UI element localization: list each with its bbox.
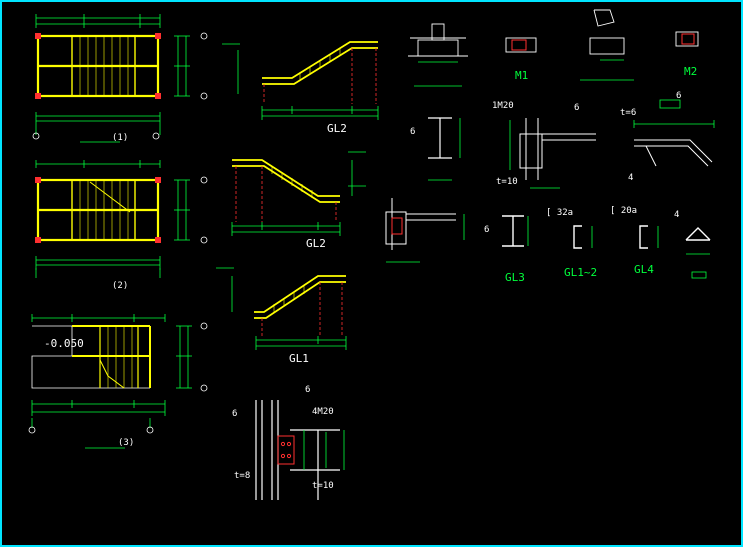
- channel-20-label: [ 20a: [610, 206, 638, 216]
- weld-6-e: 6: [305, 385, 311, 395]
- plate-t6-a: t=6: [620, 108, 637, 118]
- weld-4-a: 4: [628, 173, 634, 183]
- gl1-2-label: GL1~2: [564, 266, 598, 279]
- weld-6-f: 6: [676, 91, 682, 101]
- sloped-joint-detail: [633, 99, 715, 167]
- plate-t8: t=8: [234, 471, 251, 481]
- m2-label: M2: [684, 65, 698, 78]
- plan-3-title: (3): [118, 438, 135, 448]
- weld-4-b: 4: [674, 210, 680, 220]
- stair-plan-1: [32, 14, 208, 143]
- gl2-middle-elevation: [231, 151, 366, 236]
- stair-plan-3: [28, 314, 208, 449]
- gl3-label: GL3: [505, 271, 525, 284]
- gl1-elevation: [216, 267, 347, 350]
- member-sections: [502, 215, 711, 279]
- bolts-1m20-label: 1M20: [492, 101, 514, 111]
- plan-1-title: (1): [112, 133, 129, 143]
- column-base-connection: [255, 400, 345, 500]
- mid-connection-detail: [385, 198, 465, 263]
- plan-2-title: (2): [112, 281, 129, 291]
- i-section-detail: [428, 117, 461, 181]
- gl4-label: GL4: [634, 263, 654, 276]
- weld-6-c: 6: [484, 225, 490, 235]
- weld-6-a: 6: [410, 127, 416, 137]
- bolted-connection-1m20: [509, 118, 596, 189]
- gl2-upper-elevation: [222, 41, 379, 120]
- channel-32-label: [ 32a: [546, 208, 574, 218]
- plate-t10-b: t=10: [312, 481, 334, 491]
- weld-6-d: 6: [232, 409, 238, 419]
- weld-6-b: 6: [574, 103, 580, 113]
- gl1-label: GL1: [289, 352, 309, 365]
- plan-3-level-mark: -0.050: [44, 337, 84, 350]
- gl2-upper-label: GL2: [327, 122, 347, 135]
- m1-label: M1: [515, 69, 529, 82]
- stair-plan-2: [35, 160, 208, 278]
- plate-t10-a: t=10: [496, 177, 518, 187]
- gl2-middle-label: GL2: [306, 237, 326, 250]
- base-details: [408, 9, 699, 87]
- bolts-4m20-label: 4M20: [312, 407, 334, 417]
